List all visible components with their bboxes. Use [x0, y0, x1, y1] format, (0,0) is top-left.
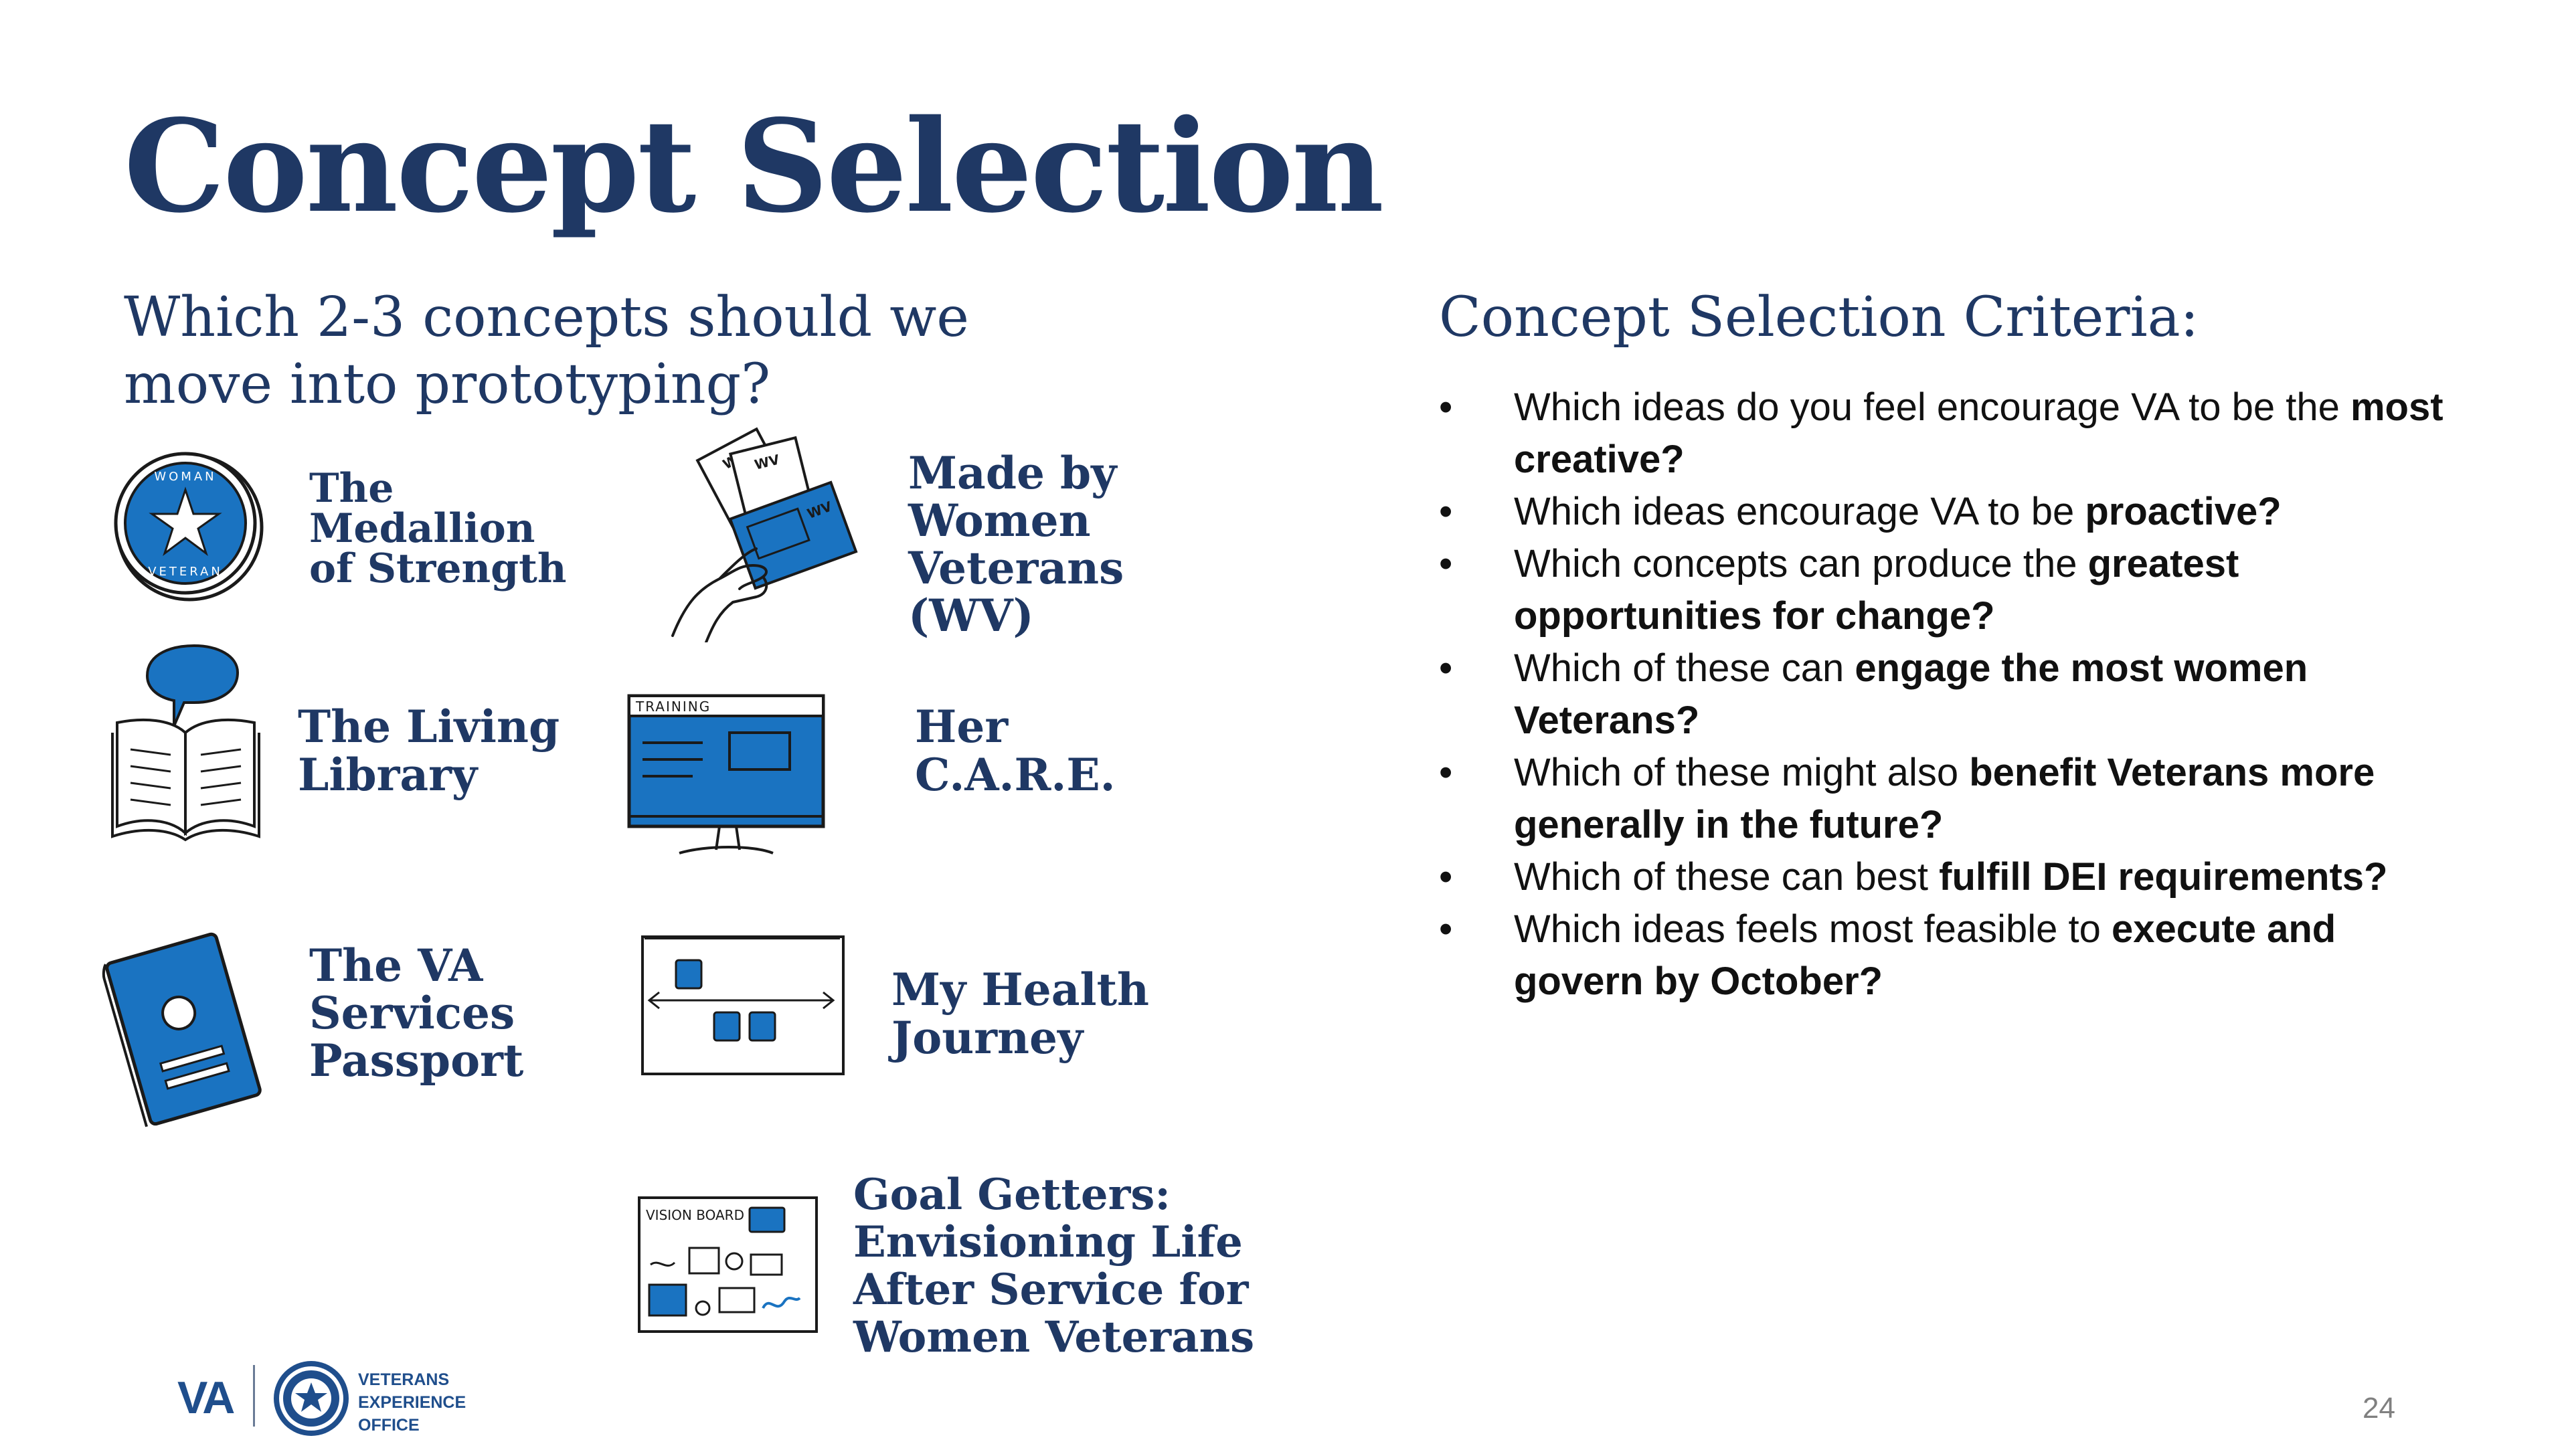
criteria-emphasis: engage the most women Veterans?: [1514, 646, 2308, 742]
criteria-text: Which ideas encourage VA to be: [1514, 490, 2085, 533]
concepts-question: Which 2-3 concepts should we move into p…: [124, 286, 969, 416]
concept-living-library: The Living Library: [298, 703, 560, 799]
criteria-text: Which ideas feels most feasible to: [1514, 907, 2112, 951]
bullet: •: [1439, 751, 1453, 794]
medallion-top-text: WOMAN: [154, 470, 216, 484]
bullet: •: [1439, 542, 1453, 585]
concept-label-line: Her: [915, 701, 1009, 753]
concept-label-line: Journey: [891, 1012, 1084, 1064]
criteria-emphasis: greatest opportunities for change?: [1514, 542, 2239, 638]
medallion-icon: WOMAN VETERAN: [114, 452, 264, 602]
vision-board-text: VISION BOARD: [646, 1207, 744, 1223]
concept-label-line: Services: [309, 987, 515, 1039]
concept-label-line: Goal Getters:: [853, 1170, 1171, 1220]
criteria-text: Which ideas do you feel encourage VA to …: [1514, 385, 2350, 429]
concept-label-line: of Strength: [309, 545, 567, 592]
concept-label-line: Women Veterans: [853, 1312, 1255, 1362]
bullet: •: [1439, 490, 1453, 533]
va-logo: VA: [177, 1372, 235, 1423]
medallion-bottom-text: VETERAN: [148, 565, 223, 579]
concept-va-services-passport: The VA Services Passport: [309, 942, 523, 1085]
criteria-text: Which concepts can produce the: [1514, 542, 2088, 585]
office-line: OFFICE: [358, 1416, 420, 1435]
book-speech-bubble-icon: [111, 644, 260, 842]
bullet: •: [1439, 907, 1453, 951]
criteria-text: Which of these can: [1514, 646, 1855, 690]
footer-divider: [253, 1365, 255, 1427]
passport-icon: [102, 932, 262, 1127]
office-line: VETERANS: [358, 1370, 450, 1389]
concept-label-line: Envisioning Life: [853, 1217, 1243, 1267]
criteria-item: • Which of these might also benefit Veter…: [1439, 747, 2470, 851]
vision-board-icon: VISION BOARD: [638, 1196, 818, 1333]
criteria-heading: Concept Selection Criteria:: [1439, 286, 2199, 349]
monitor-text: TRAINING: [635, 699, 711, 715]
concept-label-line: Made by: [908, 447, 1117, 499]
criteria-emphasis: benefit Veterans more generally in the f…: [1514, 751, 2375, 846]
concept-label-line: After Service for: [853, 1265, 1249, 1315]
concept-label-line: Women: [908, 494, 1091, 547]
concept-my-health-journey: My Health Journey: [891, 966, 1149, 1062]
criteria-item: • Which ideas feels most feasible to exec…: [1439, 903, 2470, 1008]
concept-label-line: The VA: [309, 939, 483, 992]
monitor-icon: TRAINING: [627, 694, 825, 854]
concept-medallion-of-strength: The Medallion of Strength: [309, 468, 566, 589]
criteria-text: Which of these might also: [1514, 751, 1970, 794]
concept-label-line: Passport: [309, 1034, 524, 1087]
criteria-emphasis: proactive?: [2085, 490, 2282, 533]
bullet: •: [1439, 855, 1453, 899]
criteria-emphasis: most creative?: [1514, 385, 2444, 481]
office-line: EXPERIENCE: [358, 1393, 466, 1412]
concept-label-line: Medallion: [309, 505, 535, 552]
criteria-item: • Which ideas do you feel encourage VA to…: [1439, 381, 2470, 486]
veterans-experience-office: VETERANS EXPERIENCE OFFICE: [358, 1368, 466, 1437]
bullet: •: [1439, 385, 1453, 429]
criteria-item: • Which of these can engage the most wome…: [1439, 642, 2470, 747]
journey-board-icon: [641, 935, 845, 1075]
criteria-item: • Which ideas encourage VA to be proactiv…: [1439, 486, 2470, 538]
concept-label-line: (WV): [908, 589, 1034, 642]
concept-label-line: The: [309, 465, 394, 512]
concept-label-line: Library: [298, 749, 478, 801]
slide-title: Concept Selection: [124, 92, 1384, 241]
bullet: •: [1439, 646, 1453, 690]
page-number: 24: [2363, 1392, 2395, 1425]
concept-label-line: C.A.R.E.: [915, 749, 1116, 801]
criteria-emphasis: fulfill DEI requirements?: [1939, 855, 2388, 899]
concept-her-care: Her C.A.R.E.: [915, 703, 1116, 799]
criteria-item: • Which of these can best fulfill DEI req…: [1439, 851, 2470, 903]
criteria-list: • Which ideas do you feel encourage VA to…: [1439, 381, 2470, 1008]
concept-label-line: The Living: [298, 701, 560, 753]
concept-label-line: My Health: [891, 964, 1150, 1016]
concept-made-by-women-veterans: Made by Women Veterans (WV): [908, 450, 1124, 640]
criteria-text: Which of these can best: [1514, 855, 1940, 899]
criteria-item: • Which concepts can produce the greatest…: [1439, 538, 2470, 642]
concept-goal-getters: Goal Getters: Envisioning Life After Ser…: [853, 1171, 1254, 1361]
criteria-emphasis: execute and govern by October?: [1514, 907, 2336, 1003]
va-seal-icon: [274, 1361, 349, 1436]
concept-label-line: Veterans: [908, 542, 1124, 594]
cards-in-hand-icon: WV WV WV: [671, 427, 858, 642]
